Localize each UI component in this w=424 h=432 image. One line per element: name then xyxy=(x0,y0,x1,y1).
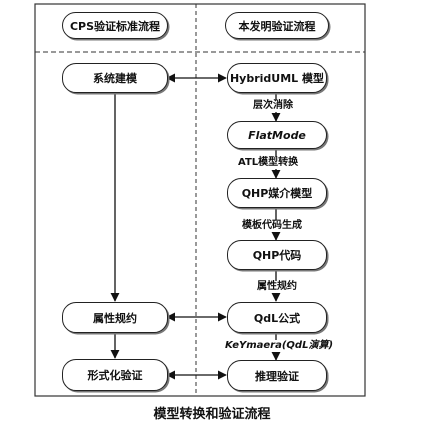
label-property-spec: 属性规约 xyxy=(256,281,298,293)
header-right: 本发明验证流程 xyxy=(225,12,329,39)
node-qdl-formula: QdL公式 xyxy=(227,302,327,333)
label-hierarchy-elimination: 层次消除 xyxy=(252,100,294,112)
label-atl-transformation: ATL模型转换 xyxy=(237,157,300,169)
node-qhp-code: QHP代码 xyxy=(227,240,327,270)
header-left: CPS验证标准流程 xyxy=(62,12,168,39)
node-formal-verification: 形式化验证 xyxy=(62,359,168,391)
label-template-codegen: 模板代码生成 xyxy=(241,220,303,232)
node-property-spec: 属性规约 xyxy=(62,302,168,333)
figure-caption: 模型转换和验证流程 xyxy=(153,407,271,422)
node-system-modeling: 系统建模 xyxy=(62,63,168,93)
outer-frame xyxy=(34,3,366,397)
node-reasoning-verification: 推理验证 xyxy=(227,360,327,391)
node-qhp-medium-model: QHP媒介模型 xyxy=(227,178,327,208)
label-keymaera: KeYmaera(QdL演算) xyxy=(224,340,335,352)
node-hybriduml-model: HybridUML 模型 xyxy=(227,63,327,93)
node-flatmode: FlatMode xyxy=(227,121,327,149)
